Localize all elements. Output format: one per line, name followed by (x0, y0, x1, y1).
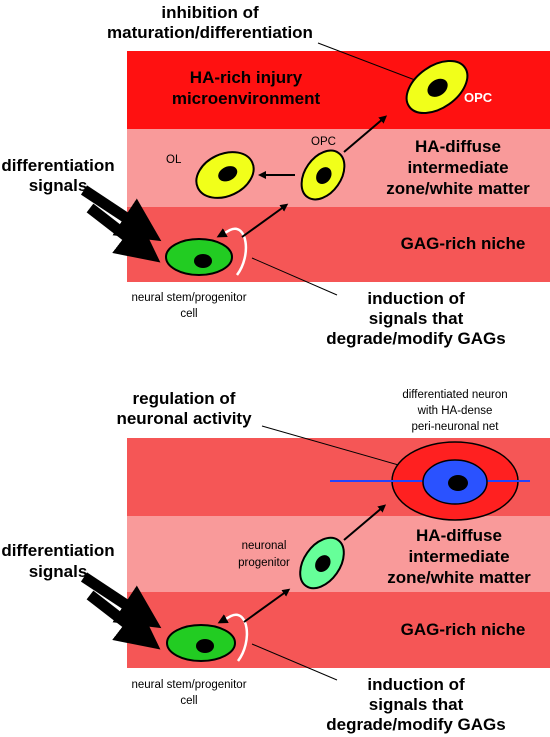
induction-top-1: induction of (367, 289, 465, 308)
opc-upper-label: OPC (464, 90, 493, 105)
neuron-label-1: differentiated neuron (402, 389, 507, 401)
induction-bottom-3: degrade/modify GAGs (326, 715, 505, 734)
diff-signal-arrow-bottom-2 (86, 590, 161, 650)
ha-diffuse-bottom-1: HA-diffuse (416, 526, 502, 545)
ol-cell (195, 151, 255, 199)
induction-top-3: degrade/modify GAGs (326, 329, 505, 348)
opc-upper-cell (405, 59, 469, 115)
ha-rich-label-1: HA-rich injury (190, 68, 303, 87)
stem-loop-top (216, 227, 248, 276)
bottom-panel: regulation of neuronal activity differen… (1, 389, 550, 734)
gag-rich-label: GAG-rich niche (401, 234, 526, 253)
ha-diffuse-label-1: HA-diffuse (415, 137, 501, 156)
ha-diffuse-bottom-3: zone/white matter (387, 568, 531, 587)
neuronal-progenitor-cell (299, 536, 345, 590)
regulation-pointer-line (261, 425, 403, 467)
arrow-opc-to-upper (343, 115, 388, 153)
stem-label-top-2: cell (180, 308, 197, 320)
inhibition-label-2: maturation/differentiation (107, 23, 313, 42)
neuron-label-3: peri-neuronal net (412, 421, 500, 433)
stem-label-bottom-2: cell (180, 695, 197, 707)
neuron-label-2: with HA-dense (417, 405, 493, 417)
ha-diffuse-bottom-2: intermediate (408, 547, 509, 566)
stem-loop-bottom (217, 613, 249, 662)
stem-cell-top (165, 238, 233, 276)
diff-signal-arrow-2 (86, 203, 161, 263)
ha-diffuse-label-2: intermediate (407, 158, 508, 177)
progenitor-label-1: neuronal (242, 540, 287, 552)
induction-pointer-top (251, 257, 338, 296)
diff-signals-label-2: signals (29, 176, 88, 195)
stem-label-top-1: neural stem/progenitor (131, 292, 246, 304)
diff-signals-bottom-2: signals (29, 562, 88, 581)
inhibition-pointer-line (317, 42, 416, 81)
inhibition-label-1: inhibition of (161, 3, 259, 22)
induction-pointer-bottom (251, 643, 338, 681)
regulation-label-2: neuronal activity (116, 409, 252, 428)
arrow-progenitor-to-neuron (343, 504, 387, 541)
arrow-stem-to-opc-top (241, 203, 289, 238)
diff-signals-bottom-1: differentiation (1, 541, 114, 560)
regulation-label-1: regulation of (133, 389, 236, 408)
induction-bottom-2: signals that (369, 695, 464, 714)
ha-rich-band (127, 51, 550, 129)
top-panel: inhibition of maturation/differentiation… (1, 3, 550, 348)
diff-signals-label-1: differentiation (1, 156, 114, 175)
ol-label: OL (166, 154, 182, 166)
induction-top-2: signals that (369, 309, 464, 328)
differentiated-neuron (330, 441, 530, 521)
stem-label-bottom-1: neural stem/progenitor (131, 679, 246, 691)
ha-rich-label-2: microenvironment (172, 89, 321, 108)
induction-bottom-1: induction of (367, 675, 465, 694)
ha-diffuse-label-3: zone/white matter (386, 179, 530, 198)
progenitor-label-2: progenitor (238, 557, 290, 569)
stem-cell-bottom (166, 624, 236, 662)
gag-rich-bottom-label: GAG-rich niche (401, 620, 526, 639)
arrow-stem-to-progenitor (243, 588, 291, 623)
opc-mid-cell (300, 149, 346, 201)
opc-mid-label: OPC (311, 136, 336, 148)
